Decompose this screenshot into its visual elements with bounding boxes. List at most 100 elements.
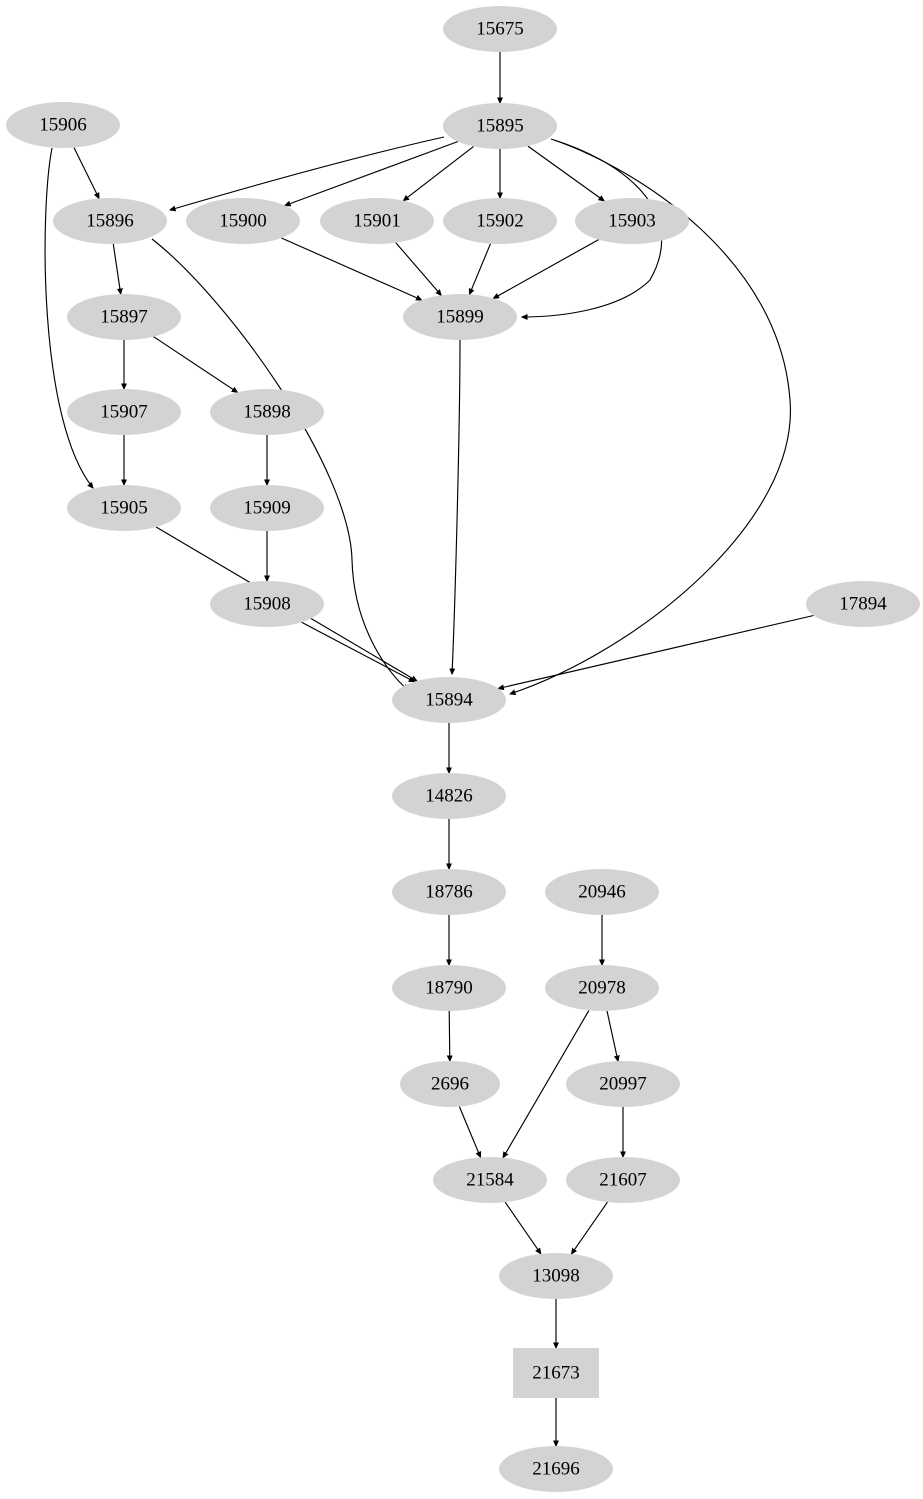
graph-node[interactable]: 15908	[210, 581, 324, 627]
graph-edge	[458, 1106, 480, 1158]
node-ellipse-shape	[392, 965, 506, 1011]
node-ellipse-shape	[575, 198, 689, 244]
graph-node[interactable]: 15909	[210, 485, 324, 531]
node-label: 20978	[578, 977, 626, 998]
graph-edge	[73, 147, 99, 199]
graph-edge	[527, 145, 604, 201]
node-label: 15909	[243, 497, 291, 518]
edges-layer	[44, 51, 814, 1446]
graph-node[interactable]: 15901	[320, 198, 434, 244]
node-label: 14826	[425, 785, 473, 806]
node-ellipse-shape	[320, 198, 434, 244]
node-ellipse-shape	[67, 389, 181, 435]
graph-node[interactable]: 15894	[392, 677, 506, 723]
node-label: 21696	[532, 1458, 580, 1479]
graph-edge	[395, 242, 441, 296]
node-label: 21584	[466, 1169, 514, 1190]
graph-node[interactable]: 18786	[392, 869, 506, 915]
graph-edge	[452, 339, 461, 674]
graph-edge	[44, 147, 93, 488]
graph-edge	[170, 136, 445, 210]
node-ellipse-shape	[499, 1253, 613, 1299]
graph-edge	[449, 1010, 450, 1061]
graph-node[interactable]: 15896	[53, 198, 167, 244]
graph-node[interactable]: 2696	[400, 1061, 500, 1107]
node-label: 17894	[839, 593, 887, 614]
graph-edge	[112, 243, 120, 294]
node-label: 15901	[353, 210, 401, 231]
node-ellipse-shape	[67, 485, 181, 531]
node-ellipse-shape	[806, 581, 920, 627]
graph-node[interactable]: 15897	[67, 294, 181, 340]
graph-edge	[151, 238, 408, 690]
graph-node[interactable]: 21584	[433, 1157, 547, 1203]
graph-node[interactable]: 13098	[499, 1253, 613, 1299]
node-label: 15902	[476, 210, 524, 231]
node-ellipse-shape	[545, 965, 659, 1011]
node-label: 13098	[532, 1265, 580, 1286]
graph-node[interactable]: 18790	[392, 965, 506, 1011]
node-label: 21607	[599, 1169, 647, 1190]
node-label: 15906	[39, 114, 87, 135]
graph-node[interactable]: 15907	[67, 389, 181, 435]
node-label: 15908	[243, 593, 291, 614]
node-ellipse-shape	[566, 1157, 680, 1203]
graph-edge	[504, 1201, 541, 1254]
node-label: 21673	[532, 1362, 580, 1383]
graph-node[interactable]: 14826	[392, 773, 506, 819]
node-label: 15898	[243, 401, 291, 422]
node-label: 15897	[100, 306, 148, 327]
graph-node[interactable]: 17894	[806, 581, 920, 627]
nodes-layer: 15675 15906 15895 15896 15900 15901 15902 15903…	[6, 6, 920, 1492]
graph-node[interactable]: 15900	[186, 198, 300, 244]
node-label: 20997	[599, 1073, 647, 1094]
graph-node[interactable]: 15675	[443, 6, 557, 52]
graph-edge	[510, 139, 791, 694]
node-ellipse-shape	[392, 869, 506, 915]
graph-node[interactable]: 15905	[67, 485, 181, 531]
graph-node[interactable]: 15902	[443, 198, 557, 244]
node-ellipse-shape	[6, 102, 120, 148]
graph-edge	[493, 239, 599, 299]
node-label: 15907	[100, 401, 148, 422]
node-ellipse-shape	[443, 198, 557, 244]
graph-node[interactable]: 15895	[443, 103, 557, 149]
node-label: 15900	[219, 210, 267, 231]
graph-node[interactable]: 15903	[575, 198, 689, 244]
node-ellipse-shape	[499, 1446, 613, 1492]
graph-node[interactable]: 21696	[499, 1446, 613, 1492]
node-ellipse-shape	[443, 6, 557, 52]
graph-node[interactable]: 21607	[566, 1157, 680, 1203]
node-label: 15899	[436, 306, 484, 327]
node-label: 18786	[425, 881, 473, 902]
node-box-shape	[513, 1348, 599, 1398]
node-ellipse-shape	[545, 869, 659, 915]
graph-edge	[301, 621, 415, 681]
node-ellipse-shape	[210, 389, 324, 435]
graph-node[interactable]: 15898	[210, 389, 324, 435]
graph-edge	[403, 145, 474, 200]
graph-edge	[498, 614, 814, 689]
node-ellipse-shape	[400, 1061, 500, 1107]
node-label: 18790	[425, 977, 473, 998]
node-label: 20946	[578, 881, 626, 902]
node-ellipse-shape	[443, 103, 557, 149]
graph-node[interactable]: 20997	[566, 1061, 680, 1107]
node-ellipse-shape	[392, 677, 506, 723]
node-label: 15896	[86, 210, 134, 231]
graph-node[interactable]: 21673	[513, 1348, 599, 1398]
graph-edge	[606, 1010, 618, 1061]
graph-node[interactable]: 20946	[545, 869, 659, 915]
node-ellipse-shape	[566, 1061, 680, 1107]
graph-edge	[153, 336, 238, 393]
node-ellipse-shape	[210, 581, 324, 627]
graph-node[interactable]: 15906	[6, 102, 120, 148]
graph-node[interactable]: 15899	[403, 294, 517, 340]
node-ellipse-shape	[53, 198, 167, 244]
node-ellipse-shape	[392, 773, 506, 819]
graph-node[interactable]: 20978	[545, 965, 659, 1011]
node-label: 15894	[425, 689, 473, 710]
node-label: 15905	[100, 497, 148, 518]
